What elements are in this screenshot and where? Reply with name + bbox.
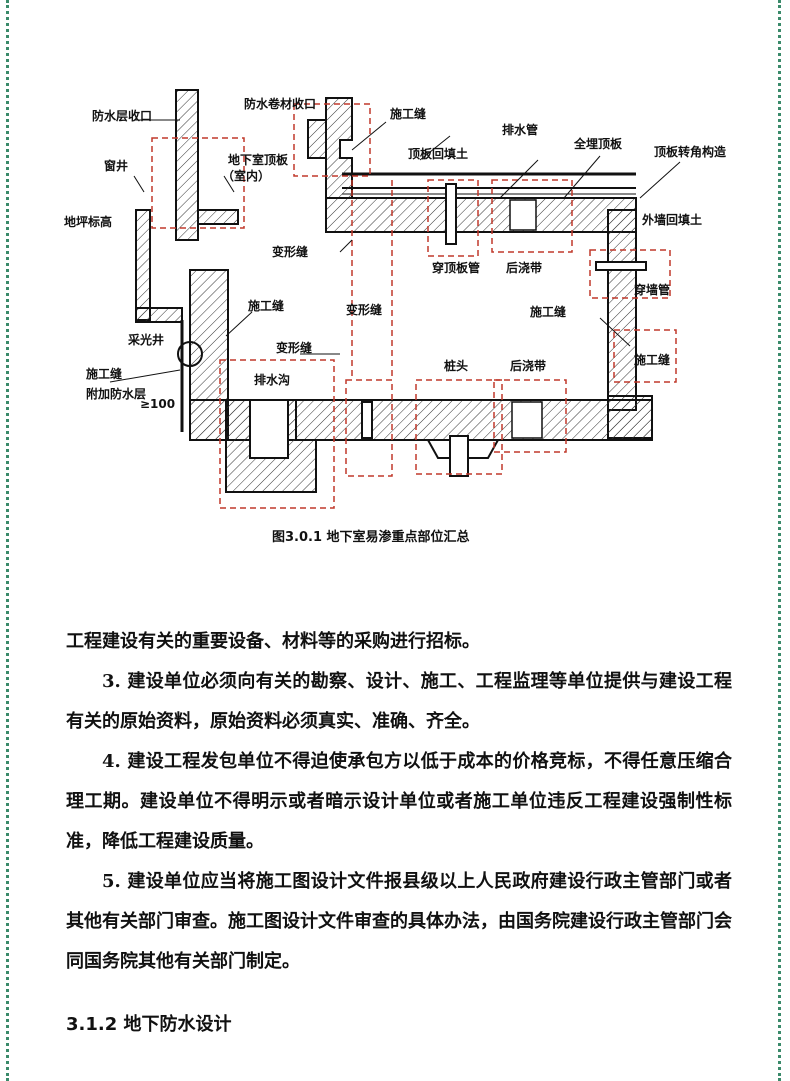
post-pour-bottom-strip <box>511 401 543 439</box>
window-well-slab <box>197 209 239 225</box>
construction-joint-circle <box>177 341 203 367</box>
box-pile-head <box>415 379 503 475</box>
label-min-100: ≥100 <box>140 397 175 411</box>
label-roof-pipe: 穿顶板管 <box>432 260 480 275</box>
label-membrane-end: 防水卷材收口 <box>244 96 316 111</box>
pile <box>449 435 469 477</box>
label-movement-joint-a: 变形缝 <box>272 244 308 259</box>
light-well-floor <box>135 307 183 323</box>
box-post-pour-bottom <box>493 379 567 453</box>
dashed-boxes <box>151 103 677 509</box>
label-construction-joint-left: 施工缝 <box>86 366 122 381</box>
box-waterproof-end <box>151 137 245 229</box>
box-drain-ditch <box>219 359 335 509</box>
movement-joint-mark <box>361 401 373 439</box>
post-pour-top-strip <box>509 199 537 231</box>
roof-pipe <box>445 183 457 245</box>
label-indoor: （室内） <box>222 168 270 183</box>
label-construction-joint-mid: 施工缝 <box>248 298 284 313</box>
diagram-svg: 防水层收口 窗井 地坪标高 采光井 施工缝 附加防水层 ≥100 防水卷材收口 … <box>64 89 727 545</box>
paragraph-1: 工程建设有关的重要设备、材料等的采购进行招标。 <box>66 631 480 652</box>
right-wall <box>607 209 637 411</box>
label-wall-pipe: 穿墙管 <box>634 282 670 297</box>
label-roof-backfill: 顶板回填土 <box>408 146 468 161</box>
light-well-outer-wall <box>135 209 151 321</box>
label-construction-joint-right: 施工缝 <box>530 304 566 319</box>
label-roof-slab: 地下室顶板 <box>228 152 289 167</box>
section-heading: 3.1.2 地下防水设计 <box>66 1014 232 1035</box>
label-ground-level: 地坪标高 <box>64 214 112 229</box>
upper-wall-step <box>307 119 327 159</box>
box-membrane-end <box>293 103 371 177</box>
upper-wall-right <box>325 97 353 199</box>
box-movement-joint <box>345 379 393 477</box>
paragraph-3: 4. 建设工程发包单位不得迫使承包方以低于成本的价格竞标，不得任意压缩合理工期。… <box>66 751 732 852</box>
label-movement-joint-b: 变形缝 <box>346 302 382 317</box>
roof-slab <box>325 197 637 233</box>
right-dotted-border <box>778 0 781 1081</box>
label-post-pour-top: 后浇带 <box>506 260 542 275</box>
leader-lines <box>109 119 681 383</box>
box-construction-joint-right <box>613 329 677 383</box>
paragraph-2: 3. 建设单位必须向有关的勘察、设计、施工、工程监理等单位提供与建设工程有关的原… <box>66 671 732 732</box>
label-construction-joint-top: 施工缝 <box>390 106 426 121</box>
left-dotted-border <box>6 0 9 1081</box>
paragraph-4: 5. 建设单位应当将施工图设计文件报县级以上人民政府建设行政主管部门或者其他有关… <box>66 871 732 972</box>
box-wall-pipe <box>589 249 671 299</box>
label-pile-head: 桩头 <box>444 358 468 373</box>
label-window-well: 窗井 <box>104 158 128 173</box>
label-movement-joint-c: 变形缝 <box>276 340 312 355</box>
label-drain-ditch: 排水沟 <box>254 372 290 387</box>
label-waterproof-end: 防水层收口 <box>92 108 152 123</box>
box-roof-pipe <box>427 179 479 257</box>
label-post-pour-bottom: 后浇带 <box>510 358 546 373</box>
label-roof-corner: 顶板转角构造 <box>654 144 727 159</box>
label-wall-backfill: 外墙回填土 <box>642 212 702 227</box>
figure-caption: 图3.0.1 地下室易渗重点部位汇总 <box>272 529 470 545</box>
label-light-well: 采光井 <box>127 332 164 347</box>
label-construction-joint-box: 施工缝 <box>634 352 670 367</box>
label-drain-pipe: 排水管 <box>502 122 538 137</box>
box-post-pour-top <box>491 179 573 253</box>
window-well-wall <box>175 89 199 241</box>
wall-pipe <box>595 261 647 271</box>
basement-diagram: 防水层收口 窗井 地坪标高 采光井 施工缝 附加防水层 ≥100 防水卷材收口 … <box>40 80 760 560</box>
label-buried-roof: 全埋顶板 <box>573 136 623 151</box>
label-extra-layer: 附加防水层 <box>86 386 146 401</box>
drain-ditch-opening <box>249 399 289 459</box>
